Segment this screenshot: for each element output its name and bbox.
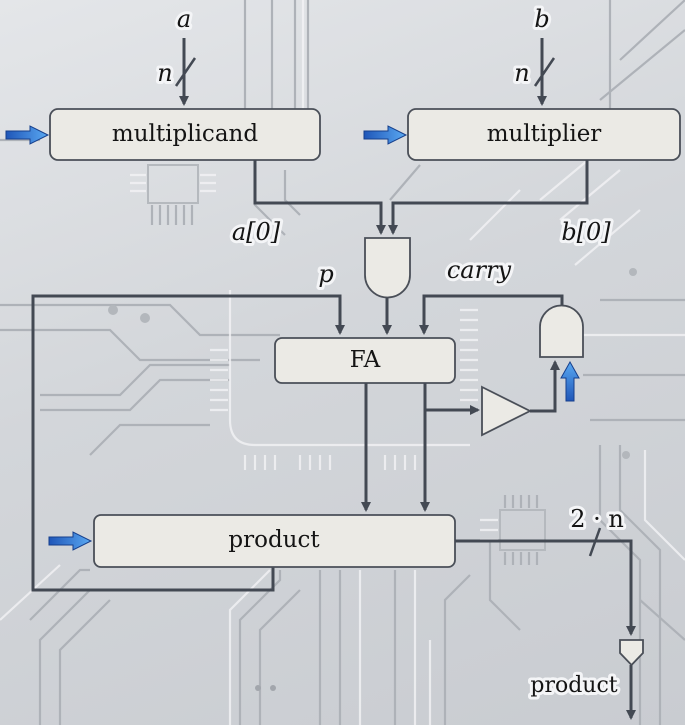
a0-label-text: a[0] xyxy=(232,218,281,246)
product-load-arrow-icon xyxy=(48,531,93,551)
multiplicand-register[interactable]: multiplicand xyxy=(49,108,321,161)
input-a-width: n xyxy=(157,59,172,87)
product-output-wire xyxy=(455,539,636,636)
b0-label-text: b[0] xyxy=(561,218,611,246)
pcb-chip-1 xyxy=(130,164,216,225)
output-product-label: product xyxy=(530,673,617,698)
pcb-pins-center xyxy=(108,268,637,691)
carry-clock-arrow-icon xyxy=(560,360,580,402)
multiplier-box[interactable] xyxy=(407,108,681,161)
multiplier-label: multiplier xyxy=(487,121,602,147)
input-a-label: a xyxy=(177,5,191,33)
input-b-label: b xyxy=(534,5,549,33)
b0-wire xyxy=(388,160,589,235)
bus-width-slash xyxy=(533,57,556,87)
multiplicand-load-arrow-icon xyxy=(5,125,50,145)
full-adder-label: FA xyxy=(350,347,381,373)
output-width-label: 2 · n xyxy=(570,505,624,533)
pcb-chip-2 xyxy=(480,495,546,565)
multiplier-load-arrow-icon xyxy=(363,125,408,145)
carry-label: carry xyxy=(447,256,512,284)
buffer-gate xyxy=(481,385,533,437)
input-a: a n xyxy=(154,2,197,106)
and-gate-top xyxy=(364,237,411,299)
multiplicand-label: multiplicand xyxy=(112,121,258,147)
and-gate-carry xyxy=(539,304,584,358)
output-port xyxy=(619,639,644,667)
product-register[interactable]: product xyxy=(93,514,456,568)
a0-wire xyxy=(253,160,386,235)
input-b-width: n xyxy=(514,59,529,87)
full-adder[interactable]: FA xyxy=(274,337,456,384)
buffer-to-and-wire xyxy=(530,360,560,413)
multiplicand-box[interactable] xyxy=(49,108,321,161)
input-b: b n xyxy=(511,2,556,106)
b0-label: b[0] xyxy=(561,218,611,246)
p-feedback-wire xyxy=(31,294,345,592)
p-label: p xyxy=(318,260,333,288)
multiplier-register[interactable]: multiplier xyxy=(407,108,681,161)
product-label: product xyxy=(228,527,320,553)
carry-wire xyxy=(419,294,564,335)
bus-width-slash xyxy=(588,527,602,557)
a0-label: a[0] xyxy=(232,218,281,246)
bus-width-slash xyxy=(174,57,197,87)
